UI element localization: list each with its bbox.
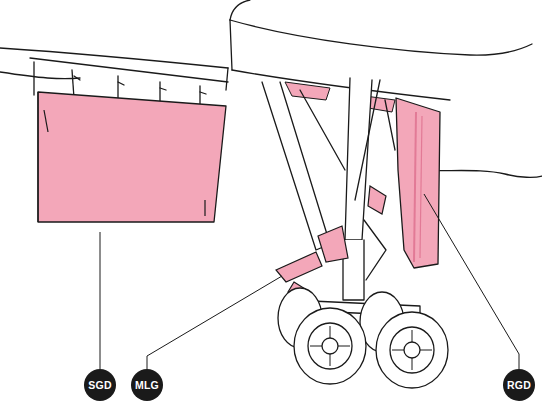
callout-badge: SGD — [84, 369, 116, 401]
callout-label: RGD — [507, 380, 531, 391]
callout-label: SGD — [88, 380, 111, 391]
callout-label: MLG — [135, 380, 159, 391]
callout-badge: RGD — [503, 369, 535, 401]
callout-badge: MLG — [131, 369, 163, 401]
